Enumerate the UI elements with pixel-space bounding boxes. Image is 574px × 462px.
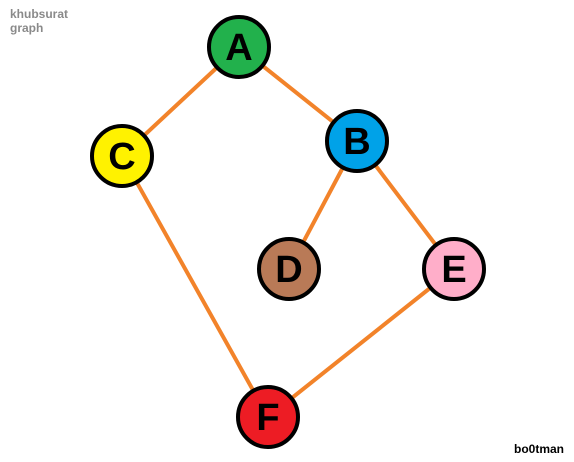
node-a: A <box>207 15 271 79</box>
node-label-e: E <box>441 249 466 291</box>
node-f: F <box>236 385 300 449</box>
node-circle-a <box>207 15 271 79</box>
node-label-f: F <box>256 397 279 439</box>
node-label-c: C <box>108 136 135 178</box>
author-signature: bo0tman <box>513 442 564 456</box>
node-circle-c <box>90 124 154 188</box>
node-d: D <box>257 237 321 301</box>
node-circle-f <box>236 385 300 449</box>
node-label-a: A <box>225 27 252 69</box>
edge-e-f <box>266 267 456 419</box>
nodes-layer: A B C D E F <box>90 15 486 449</box>
node-e: E <box>422 237 486 301</box>
node-c: C <box>90 124 154 188</box>
edge-c-f <box>120 154 270 419</box>
node-b: B <box>325 109 389 173</box>
graph-title: khubsurat graph <box>10 7 69 35</box>
edges-layer <box>120 45 456 419</box>
node-circle-b <box>325 109 389 173</box>
node-label-b: B <box>343 121 370 163</box>
node-circle-d <box>257 237 321 301</box>
node-circle-e <box>422 237 486 301</box>
node-label-d: D <box>275 249 302 291</box>
